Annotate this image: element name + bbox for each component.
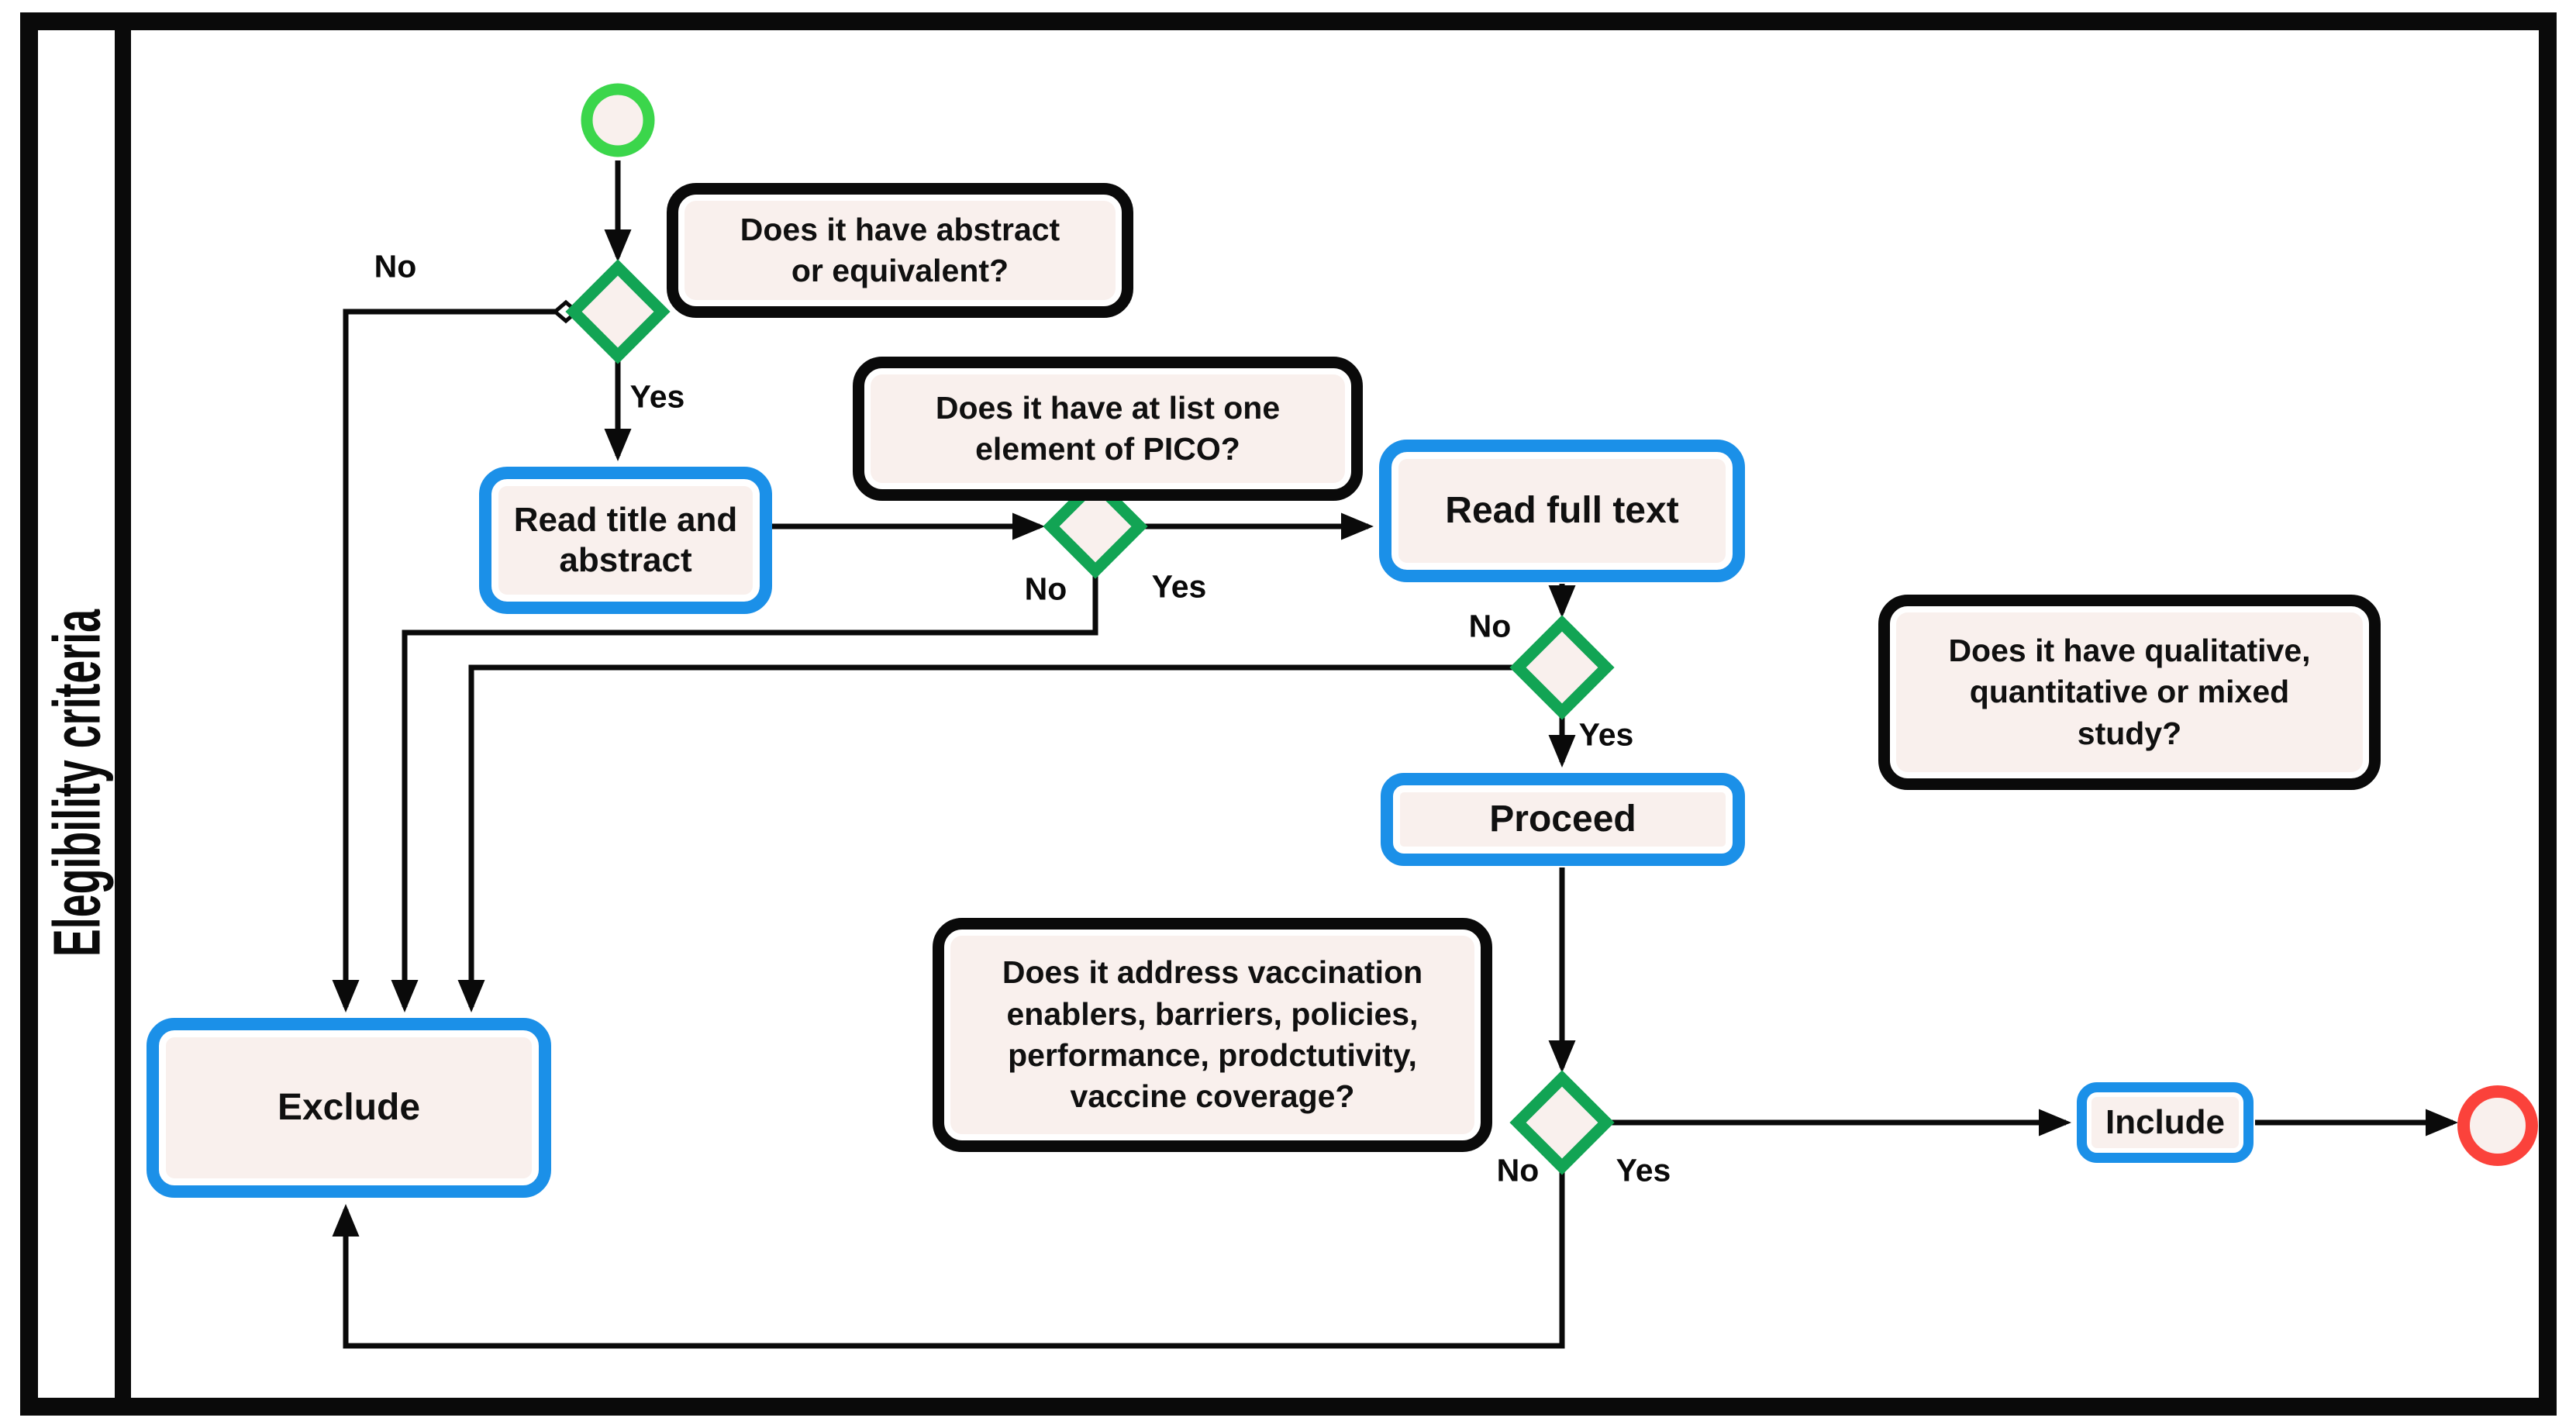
annotation-pico-question: Does it have at list one element of PICO… xyxy=(853,357,1363,501)
task-exclude-label: Exclude xyxy=(277,1086,421,1128)
flow-gateway1-no xyxy=(332,309,555,1012)
annotation-address-question: Does it address vaccination enablers, ba… xyxy=(933,918,1492,1152)
task-read-full-text-label: Read full text xyxy=(1445,489,1679,531)
task-include-label: Include xyxy=(2105,1103,2226,1142)
task-include: Include xyxy=(2077,1082,2254,1163)
label-gateway1-no: No xyxy=(374,248,417,285)
flow-gateway4-no xyxy=(332,1168,1565,1349)
label-gateway3-no: No xyxy=(1468,608,1512,644)
task-proceed: Proceed xyxy=(1381,773,1745,866)
label-gateway4-yes: Yes xyxy=(1616,1152,1671,1188)
annotation-abstract-question: Does it have abstract or equivalent? xyxy=(667,183,1133,318)
task-read-full-text: Read full text xyxy=(1379,440,1745,582)
flow-gateway2-no xyxy=(391,572,1098,1012)
gateway3-diamond-icon xyxy=(1509,615,1615,720)
annotation-study-type-question: Does it have qualitative, quantitative o… xyxy=(1878,595,2381,790)
label-gateway2-no: No xyxy=(1024,571,1067,607)
annotation-address-question-text: Does it address vaccination enablers, ba… xyxy=(1002,954,1423,1115)
annotation-pico-question-text: Does it have at list one element of PICO… xyxy=(935,389,1281,467)
task-read-title-abstract-label: Read title and abstract xyxy=(513,501,738,579)
start-event-icon xyxy=(581,83,655,157)
flow-gateway3-no xyxy=(457,664,1516,1012)
gateway1-diamond-icon xyxy=(565,259,671,364)
lane-divider xyxy=(115,12,131,1416)
task-proceed-label: Proceed xyxy=(1489,798,1636,840)
gateway2-diamond-icon xyxy=(1043,474,1148,579)
gateway4-diamond-icon xyxy=(1509,1070,1615,1175)
task-exclude: Exclude xyxy=(147,1018,551,1198)
label-gateway3-yes: Yes xyxy=(1578,716,1634,753)
annotation-abstract-question-text: Does it have abstract or equivalent? xyxy=(740,211,1060,288)
end-event-icon xyxy=(2457,1085,2538,1166)
label-gateway2-yes: Yes xyxy=(1151,568,1207,605)
task-read-title-abstract: Read title and abstract xyxy=(479,467,772,614)
label-gateway4-no: No xyxy=(1496,1152,1540,1188)
annotation-study-type-question-text: Does it have qualitative, quantitative o… xyxy=(1948,633,2311,751)
label-gateway1-yes: Yes xyxy=(629,378,685,415)
